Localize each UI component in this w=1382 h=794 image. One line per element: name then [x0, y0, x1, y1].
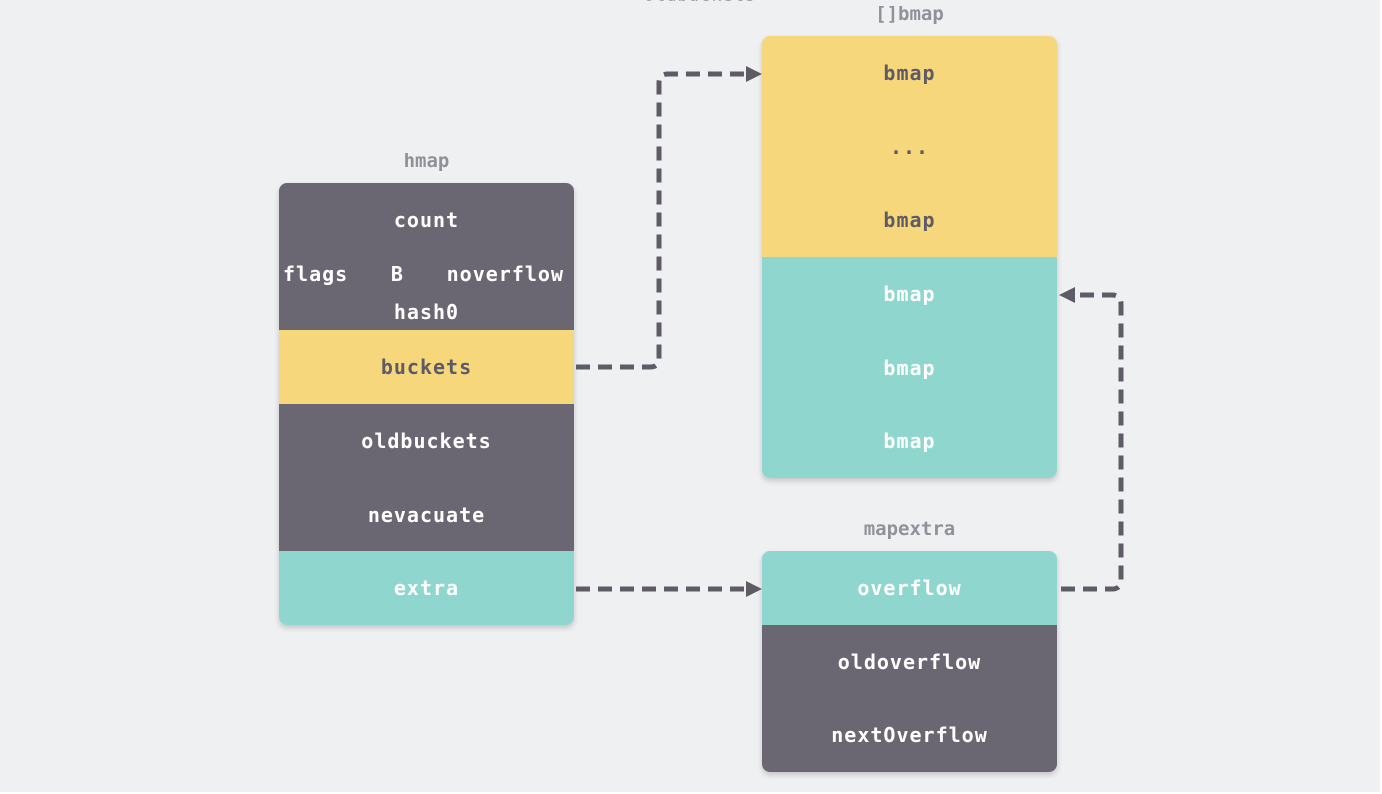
hmap-field-nevacuate: nevacuate — [279, 478, 574, 551]
bmap-overflow-row: bmap — [762, 404, 1057, 478]
hmap-field-buckets: buckets — [279, 330, 574, 404]
hmap-struct: count flags B noverflow hash0 buckets ol… — [279, 183, 574, 625]
bmap-row: bmap — [762, 183, 1057, 257]
hmap-caption: hmap — [403, 150, 450, 172]
arrowhead-icon — [746, 581, 762, 597]
clipped-top-caption: oldbuckets — [600, 0, 800, 6]
hmap-field-noverflow: noverflow — [446, 262, 564, 286]
hmap-field-count: count — [393, 208, 460, 232]
arrowhead-icon — [746, 66, 762, 82]
bmap-overflow-row: bmap — [762, 331, 1057, 404]
bmap-ellipsis-row: ... — [762, 110, 1057, 183]
mapextra-field-overflow: overflow — [762, 551, 1057, 625]
hmap-field-extra: extra — [279, 551, 574, 625]
hmap-field-flags: flags — [283, 262, 349, 286]
mapextra-struct: overflow oldoverflow nextOverflow — [762, 551, 1057, 772]
mapextra-field-oldoverflow: oldoverflow — [762, 625, 1057, 698]
mapextra-field-nextoverflow: nextOverflow — [762, 698, 1057, 772]
bmap-row: bmap — [762, 36, 1057, 110]
bmap-array-caption: []bmap — [875, 3, 944, 25]
hmap-flags-line: flags B noverflow — [279, 259, 574, 289]
hmap-field-b: B — [390, 262, 404, 286]
hmap-header-section: count flags B noverflow hash0 — [279, 183, 574, 330]
hmap-field-hash0: hash0 — [393, 300, 460, 324]
mapextra-caption: mapextra — [863, 518, 956, 540]
arrowhead-icon — [1059, 287, 1075, 303]
bmap-array: bmap ... bmap bmap bmap bmap — [762, 36, 1057, 478]
bmap-overflow-row: bmap — [762, 257, 1057, 331]
overflow-to-bmap-arrow — [1061, 292, 1124, 592]
hmap-field-oldbuckets: oldbuckets — [279, 404, 574, 478]
buckets-to-bmap-arrow — [576, 71, 748, 370]
